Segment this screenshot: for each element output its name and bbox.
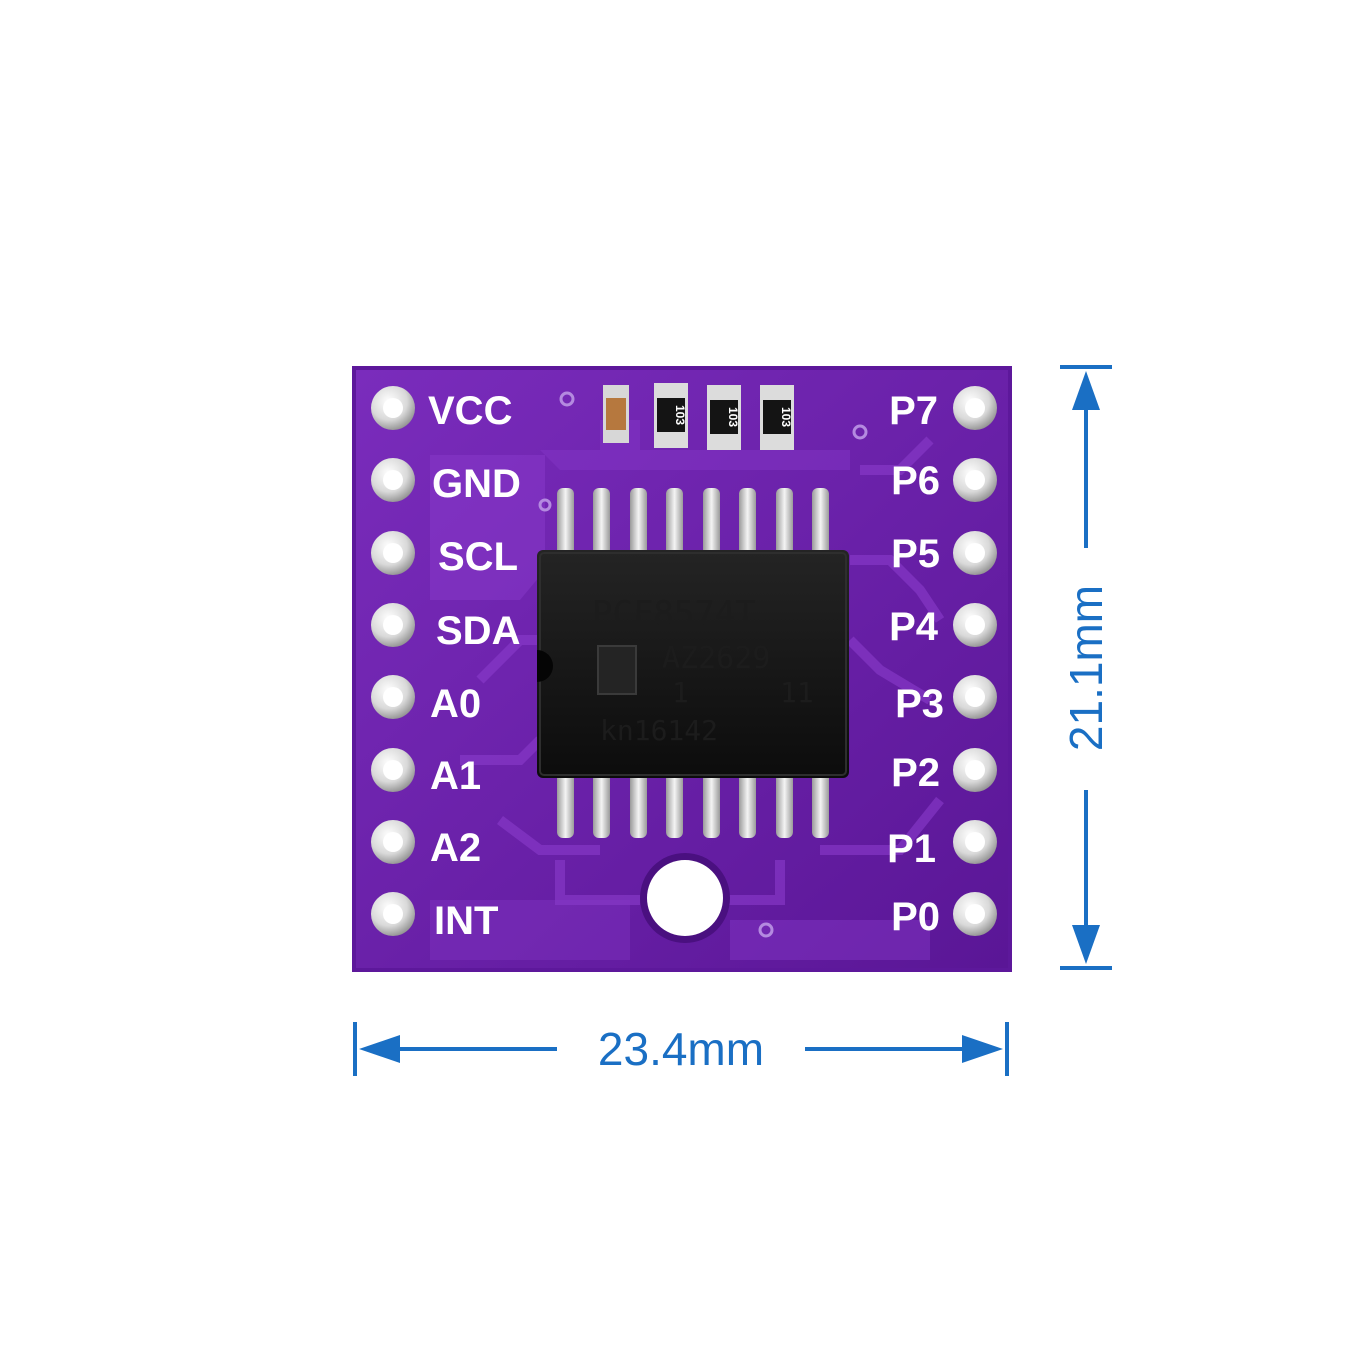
pad-icon [371, 675, 415, 719]
height-label: 21.1mm [1060, 585, 1112, 751]
pad-icon [953, 531, 997, 575]
pad-icon [953, 820, 997, 864]
arrow-right-icon [962, 1035, 1003, 1063]
pad-icon [371, 820, 415, 864]
pin-label-a2: A2 [430, 826, 481, 870]
arrow-down-icon [1072, 925, 1100, 964]
resistor-code: 103 [673, 405, 687, 425]
pin-label-sda: SDA [436, 609, 520, 653]
logo-icon [597, 645, 637, 695]
pin-label-p7: P7 [889, 389, 938, 433]
pad-icon [953, 386, 997, 430]
pin-label-p5: P5 [891, 532, 940, 576]
resistor-icon: 103 [760, 385, 794, 450]
pad-icon [953, 675, 997, 719]
pad-icon [953, 603, 997, 647]
pin-label-vcc: VCC [428, 389, 512, 433]
pad-icon [953, 748, 997, 792]
right-header-pads [953, 386, 997, 936]
pin-label-a0: A0 [430, 682, 481, 726]
pad-icon [371, 603, 415, 647]
pad-icon [371, 531, 415, 575]
pin-label-a1: A1 [430, 754, 481, 798]
chip-marking-line3-left: 1 [672, 676, 689, 709]
pin-label-p2: P2 [891, 751, 940, 795]
left-pin-labels: VCC GND SCL SDA A0 A1 A2 INT [428, 389, 521, 943]
right-pin-labels: P7 P6 P5 P4 P3 P2 P1 P0 [887, 389, 944, 939]
pad-icon [371, 748, 415, 792]
pad-icon [371, 386, 415, 430]
arrow-up-icon [1072, 371, 1100, 410]
pin-label-p0: P0 [891, 895, 940, 939]
pin-label-p3: P3 [895, 682, 944, 726]
chip-marking-code: kn16142 [600, 714, 718, 747]
chip-marking-part: PCF8574T [592, 594, 756, 634]
pad-icon [953, 458, 997, 502]
pin-label-scl: SCL [438, 535, 518, 579]
pad-icon [953, 892, 997, 936]
width-label: 23.4mm [598, 1023, 764, 1075]
pin-label-p6: P6 [891, 459, 940, 503]
height-dimension: 21.1mm [1060, 365, 1112, 970]
pin-label-int: INT [434, 899, 498, 943]
resistor-code: 103 [726, 407, 740, 427]
smd-components: 103 103 103 [603, 383, 794, 450]
pin-label-p4: P4 [889, 605, 939, 649]
ic-bottom-legs [557, 768, 829, 838]
pin-label-gnd: GND [432, 462, 521, 506]
pad-icon [371, 892, 415, 936]
ic-top-legs [557, 488, 829, 560]
resistor-icon: 103 [654, 383, 688, 448]
width-dimension: 23.4mm [353, 1022, 1009, 1076]
chip-marking-line3-right: 11 [780, 676, 814, 709]
resistor-icon: 103 [707, 385, 741, 450]
left-header-pads [371, 386, 415, 936]
pad-icon [371, 458, 415, 502]
arrow-left-icon [359, 1035, 400, 1063]
chip-marking-batch: AZ2629 [662, 641, 770, 676]
resistor-code: 103 [779, 407, 793, 427]
ic-chip: PCF8574T AZ2629 1 11 kn16142 [537, 550, 849, 778]
pin-label-p1: P1 [887, 827, 936, 871]
capacitor-icon [603, 385, 629, 443]
